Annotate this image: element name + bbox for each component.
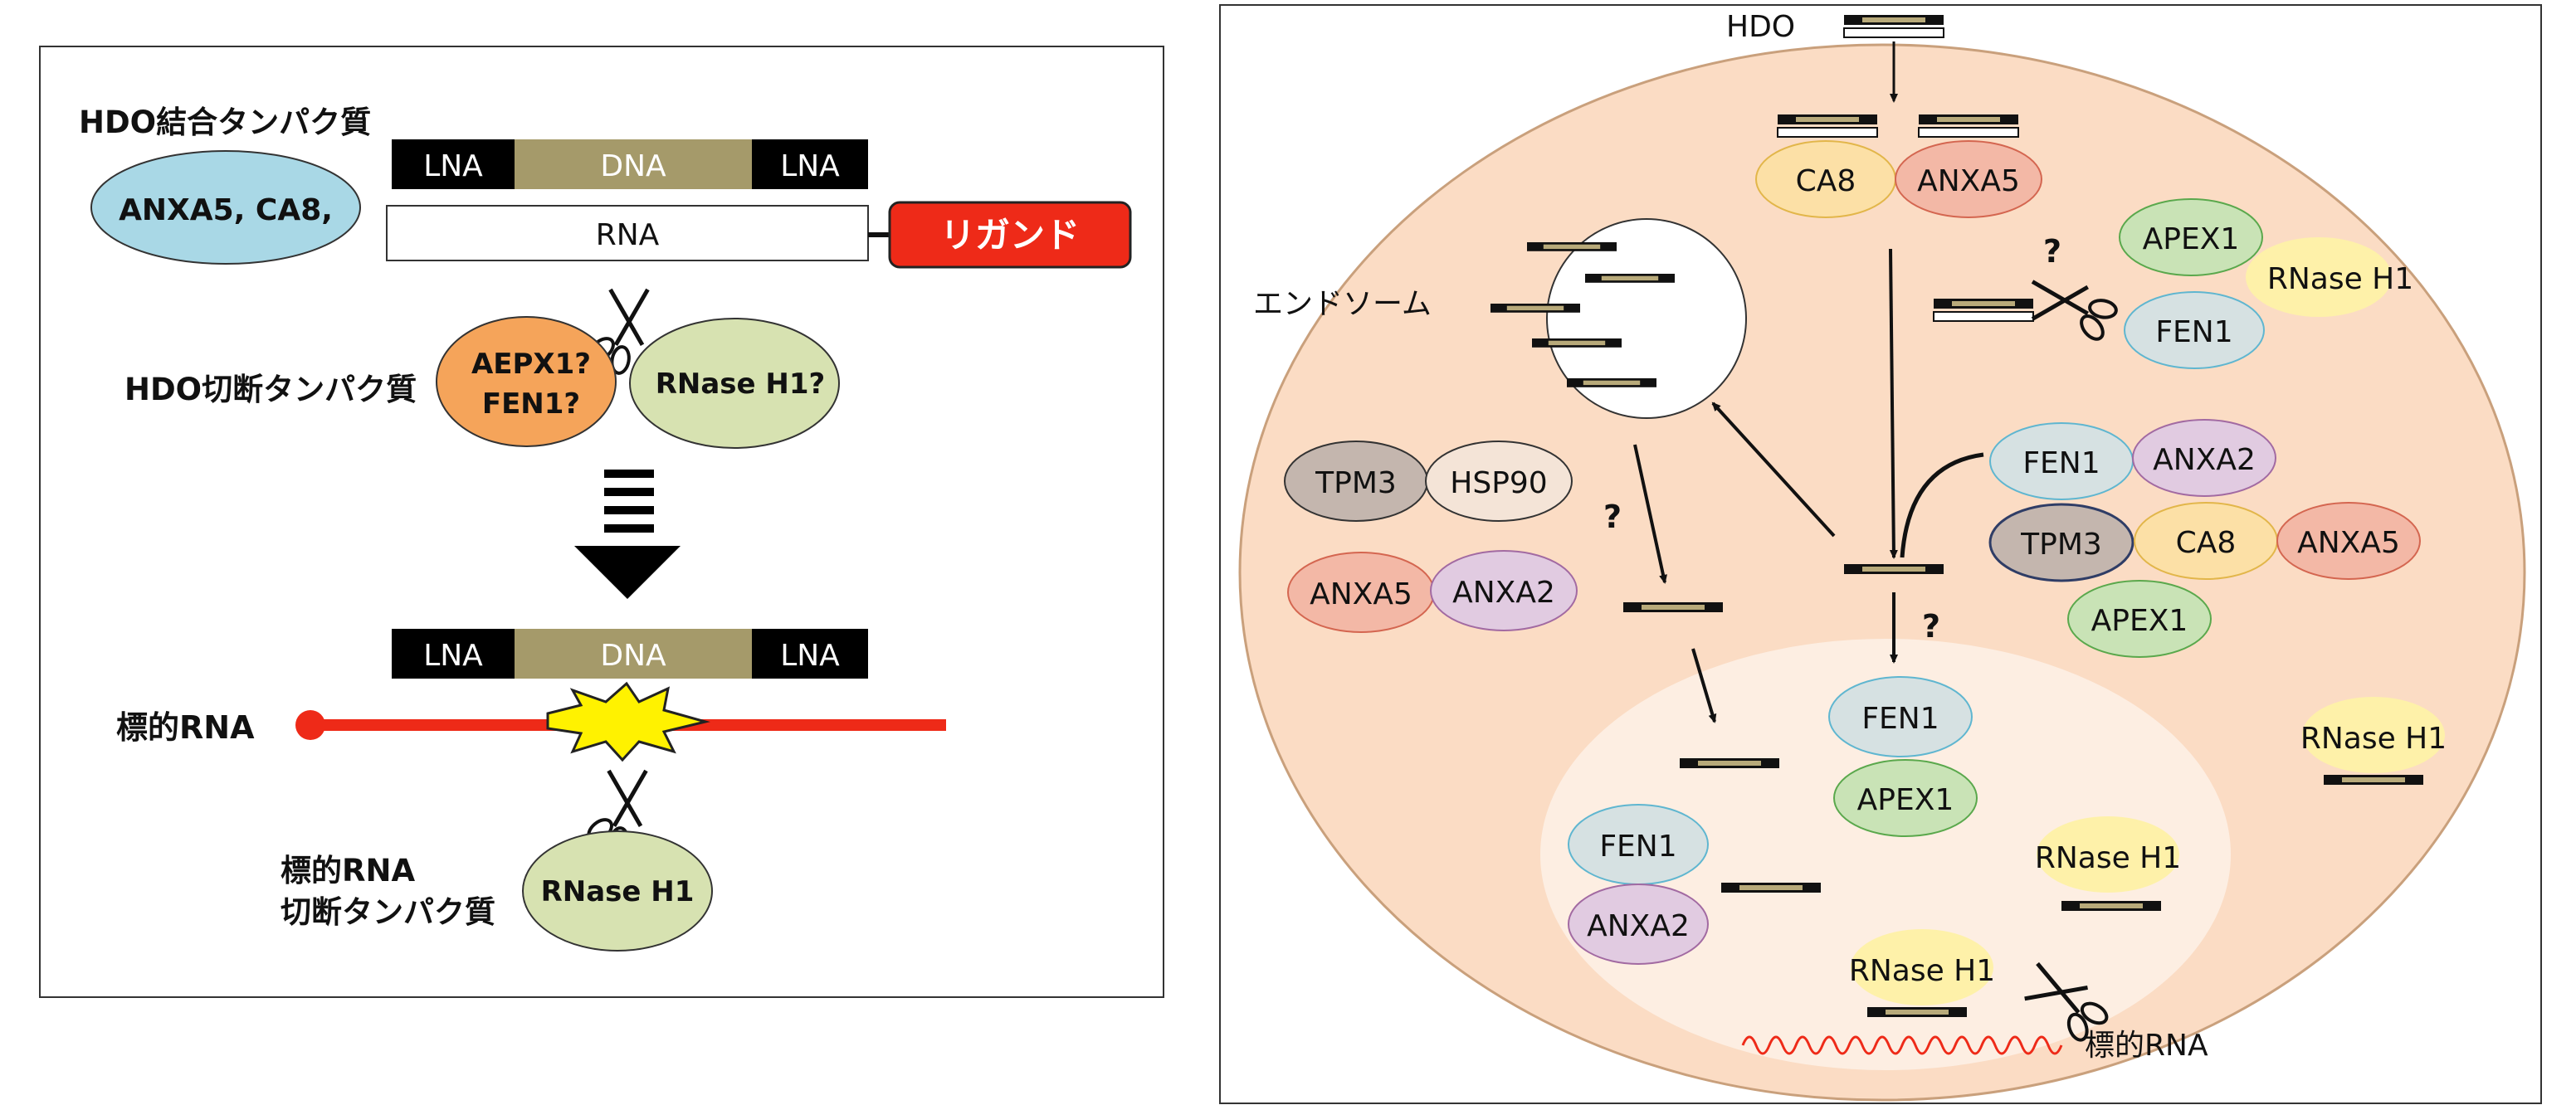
fen1-ellipse [1828,676,1973,757]
endosome [1546,218,1747,419]
lna-label-left: LNA [423,149,483,183]
anxa2-ellipse [1568,884,1709,965]
hdo-bar [1721,883,1821,893]
rna-label: RNA [596,218,660,252]
dna-label: DNA [600,639,666,673]
rnaseh1-ellipse [2302,697,2445,773]
ligand-label: リガンド [940,215,1080,256]
hdo-label: HDO [1726,10,1795,44]
fen1-q-label: FEN1? [482,387,580,421]
fen1-label: FEN1 [2155,315,2232,349]
hdo-bar [2324,775,2423,785]
hdo-bar [1844,564,1944,574]
endosome-label: エンドソーム [1253,287,1432,321]
dna-block [515,139,752,189]
target-rna-label: 標的RNA [116,709,255,746]
cleavage-burst-icon [546,681,710,762]
escape-arrow-2 [1691,648,1717,723]
escape-arrow [1633,444,1667,584]
dna-block [515,629,752,679]
orange-ellipse [436,316,617,447]
scissors-icon [608,288,645,346]
apex1-ellipse [1833,759,1978,837]
apex1-label: APEX1 [2143,222,2240,256]
down-arrow-icon [574,470,681,599]
hsp90-ellipse [1425,441,1573,522]
rnaseh1-label: RNase H1 [2267,262,2413,296]
rnaseh1-ellipse [1851,929,1993,1005]
target-rna-cap [295,710,325,740]
rnaseh1-q-label: RNase H1? [656,368,826,401]
binding-protein-ellipse [90,150,361,265]
target-cleave-label-2: 切断タンパク質 [281,894,495,930]
question-mark: ? [2043,233,2061,270]
anxa2-ellipse [2132,419,2276,497]
rnaseh1-label: RNase H1 [2300,722,2447,756]
rnaseh1-ellipse [2037,816,2179,893]
nucleus [1540,639,2231,1070]
question-mark: ? [1603,499,1622,535]
rnaseh1-label: RNase H1 [2035,841,2181,875]
hdo-bar [1680,758,1779,768]
endosome-arrow [1711,402,1836,538]
aepx1-q-label: AEPX1? [471,348,591,381]
fen1-label: FEN1 [1599,830,1676,864]
dna-label: DNA [600,149,666,183]
apex1-ellipse [2119,198,2263,276]
ca8-label: CA8 [2176,526,2237,560]
lna-block-right [752,139,868,189]
lna-label-right: LNA [780,149,840,183]
anxa2-label: ANXA2 [1587,909,1690,943]
anxa2-label: ANXA2 [2153,443,2256,477]
tpm3-label: TPM3 [2020,528,2102,562]
hdo-bar [1867,1007,1967,1017]
rnaseh1-label: RNase H1 [541,875,695,908]
anxa2-ellipse [1430,550,1578,631]
target-rna-label: 標的RNA [2085,1029,2208,1063]
anxa5-label: ANXA5 [2297,526,2400,560]
cleavage-protein-label: HDO切断タンパク質 [124,372,417,407]
apex1-label: APEX1 [2091,604,2188,638]
binding-curve-arrow [1900,452,1984,558]
binding-protein-label: HDO結合タンパク質 [79,105,371,140]
anxa5-ellipse [2276,502,2421,580]
hsp90-label: HSP90 [1450,466,1547,500]
lna-block-right [752,629,868,679]
anxa5-label: ANXA5 [1917,164,2020,198]
anxa5-label: ANXA5 [1310,577,1412,611]
lna-block-left [392,629,515,679]
hdo-bar [1623,602,1723,612]
fen1-ellipse [2124,291,2265,369]
lna-label-left: LNA [423,639,483,673]
question-mark: ? [1922,608,1940,645]
lna-label-right: LNA [780,639,840,673]
pathway-arrow [1889,248,1898,559]
ca8-label: CA8 [1796,164,1856,198]
target-rna-wave [1741,1035,2063,1055]
apex1-label: APEX1 [1857,783,1954,817]
rnaseh1-label: RNase H1 [1849,954,1995,988]
target-cleave-label-1: 標的RNA [281,853,415,888]
green-ellipse [629,318,840,449]
rna-strand-block [386,205,869,261]
rnaseh1-ellipse [2246,237,2392,317]
rnaseh1-ellipse [522,830,713,952]
fen1-label: FEN1 [2022,446,2100,480]
anxa5-ellipse [1895,140,2042,218]
binding-protein-names: ANXA5, CA8, [119,193,333,227]
apex1-ellipse [2067,580,2212,658]
ligand-box [888,201,1132,269]
tpm3-ellipse [1988,503,2134,582]
hdo-bar [2061,901,2161,911]
anxa2-label: ANXA2 [1452,576,1555,610]
tpm3-label: TPM3 [1315,466,1397,500]
lna-block-left [392,139,515,189]
fen1-label: FEN1 [1861,702,1939,736]
